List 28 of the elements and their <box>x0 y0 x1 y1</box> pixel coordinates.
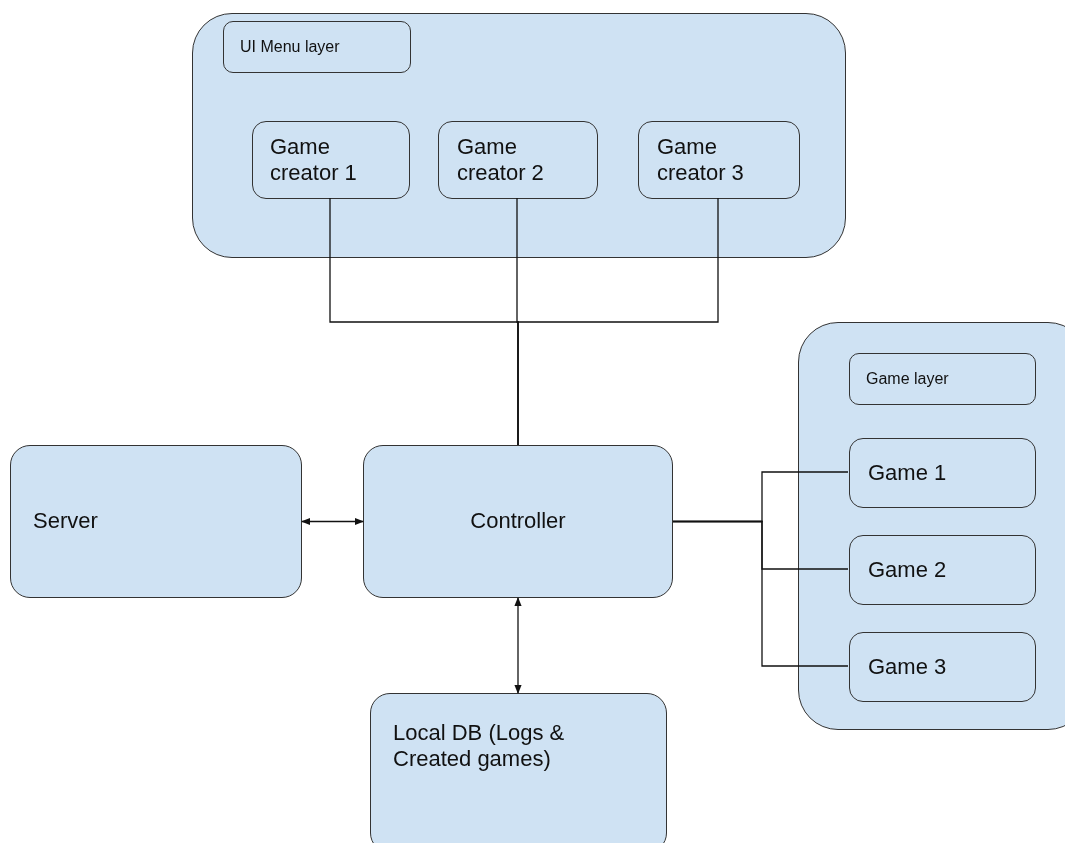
process-box <box>849 353 1036 405</box>
box-label: Game creator 1 <box>270 133 358 187</box>
box-label: UI Menu layer <box>240 37 340 57</box>
process-box <box>10 445 302 598</box>
box-label: Local DB (Logs & Created games) <box>393 720 566 773</box>
box-label: Game creator 3 <box>657 133 745 187</box>
box-label: Game 1 <box>868 459 947 487</box>
process-box <box>849 438 1036 508</box>
arrow <box>301 517 364 526</box>
process-box <box>438 121 598 199</box>
process-box <box>849 535 1036 605</box>
box-label: Controller <box>470 508 566 535</box>
connector-line <box>672 520 849 667</box>
process-box <box>223 21 411 73</box>
connector-line <box>517 197 719 446</box>
container-box <box>798 322 1065 730</box>
box-label: Game 2 <box>868 556 947 584</box>
process-box <box>849 632 1036 702</box>
box-label: Game creator 2 <box>457 133 545 187</box>
arrow <box>514 597 522 694</box>
process-box <box>252 121 410 199</box>
process-box <box>638 121 800 199</box>
box-label: Game 3 <box>868 653 947 681</box>
container-box <box>192 13 846 258</box>
process-box <box>370 693 667 843</box>
process-box <box>363 445 673 598</box>
box-label: Game layer <box>866 369 949 389</box>
box-label: Server <box>33 508 98 535</box>
